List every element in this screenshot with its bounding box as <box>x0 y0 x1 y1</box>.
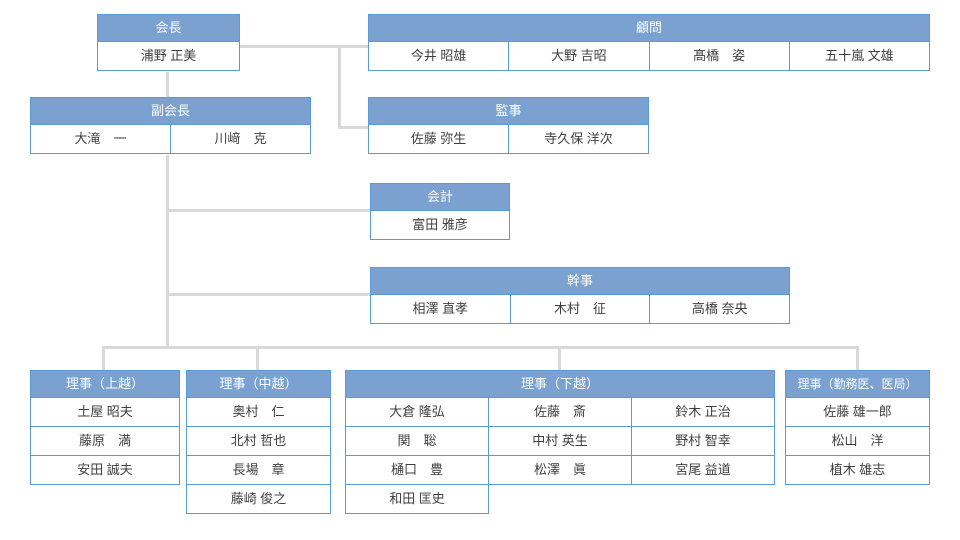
box-header: 監事 <box>368 97 649 125</box>
connector-line <box>166 72 169 98</box>
member-cell: 奥村 仁 <box>186 397 331 427</box>
connector-line <box>558 346 561 370</box>
box-header: 理事（下越） <box>345 370 775 398</box>
connector-line <box>856 346 859 370</box>
connector-line <box>166 155 169 349</box>
connector-line <box>338 45 341 129</box>
org-box-advisors: 顧問 今井 昭雄 大野 吉昭 髙橋 姿 五十嵐 文雄 <box>368 14 930 71</box>
member-cell: 木村 征 <box>509 294 651 324</box>
member-cell: 寺久保 洋次 <box>508 124 649 154</box>
org-box-directors-joetsu: 理事（上越） 土屋 昭夫 藤原 満 安田 誠夫 <box>30 370 180 485</box>
member-cell: 関 聡 <box>345 426 489 456</box>
member-cell: 髙橋 姿 <box>648 41 790 71</box>
member-cell: 樋口 豊 <box>345 455 489 485</box>
org-box-directors-kaetsu: 理事（下越） 大倉 隆弘 佐藤 斎 鈴木 正治 関 聡 中村 英生 野村 智幸 … <box>345 370 775 514</box>
connector-line <box>102 346 105 370</box>
member-cell: 和田 匡史 <box>345 484 489 514</box>
org-box-secretaries: 幹事 相澤 直孝 木村 征 高橋 奈央 <box>370 267 790 324</box>
connector-line <box>338 126 368 129</box>
member-cell: 野村 智幸 <box>631 426 775 456</box>
member-cell: 相澤 直孝 <box>370 294 511 324</box>
member-cell: 北村 哲也 <box>186 426 331 456</box>
box-header: 理事（上越） <box>30 370 180 398</box>
member-cell: 土屋 昭夫 <box>30 397 180 427</box>
org-box-chairman: 会長 浦野 正美 <box>97 14 240 71</box>
member-cell: 植木 雄志 <box>785 455 930 485</box>
member-cell: 中村 英生 <box>488 426 632 456</box>
member-cell: 安田 誠夫 <box>30 455 180 485</box>
member-cell: 藤崎 俊之 <box>186 484 331 514</box>
box-header: 顧問 <box>368 14 930 42</box>
org-box-vice-chairmen: 副会長 大滝 一 川﨑 克 <box>30 97 311 154</box>
connector-line <box>102 346 859 349</box>
box-header: 理事（中越） <box>186 370 331 398</box>
member-cell: 川﨑 克 <box>170 124 311 154</box>
box-header: 幹事 <box>370 267 790 295</box>
box-header: 理事（勤務医、医局） <box>785 370 930 398</box>
member-cell: 大野 吉昭 <box>508 41 650 71</box>
member-cell: 五十嵐 文雄 <box>788 41 930 71</box>
member-cell: 松山 洋 <box>785 426 930 456</box>
member-cell: 松澤 眞 <box>488 455 632 485</box>
member-cell: 長場 章 <box>186 455 331 485</box>
member-cell: 藤原 満 <box>30 426 180 456</box>
org-box-directors-hospital: 理事（勤務医、医局） 佐藤 雄一郎 松山 洋 植木 雄志 <box>785 370 930 485</box>
member-cell: 佐藤 雄一郎 <box>785 397 930 427</box>
member-cell: 浦野 正美 <box>97 41 240 71</box>
org-box-accountant: 会計 富田 雅彦 <box>370 183 510 240</box>
member-cell: 大倉 隆弘 <box>345 397 489 427</box>
org-box-auditors: 監事 佐藤 弥生 寺久保 洋次 <box>368 97 649 154</box>
connector-line <box>240 45 368 48</box>
member-cell: 今井 昭雄 <box>368 41 510 71</box>
connector-line <box>256 346 259 370</box>
connector-line <box>166 209 370 212</box>
member-cell: 鈴木 正治 <box>631 397 775 427</box>
member-cell: 宮尾 益道 <box>631 455 775 485</box>
box-header: 副会長 <box>30 97 311 125</box>
member-cell: 佐藤 斎 <box>488 397 632 427</box>
member-cell: 高橋 奈央 <box>649 294 790 324</box>
member-cell: 富田 雅彦 <box>370 210 510 240</box>
org-box-directors-chuetsu: 理事（中越） 奥村 仁 北村 哲也 長場 章 藤崎 俊之 <box>186 370 331 514</box>
box-header: 会計 <box>370 183 510 211</box>
member-cell: 大滝 一 <box>30 124 171 154</box>
box-header: 会長 <box>97 14 240 42</box>
member-cell: 佐藤 弥生 <box>368 124 509 154</box>
connector-line <box>166 293 370 296</box>
